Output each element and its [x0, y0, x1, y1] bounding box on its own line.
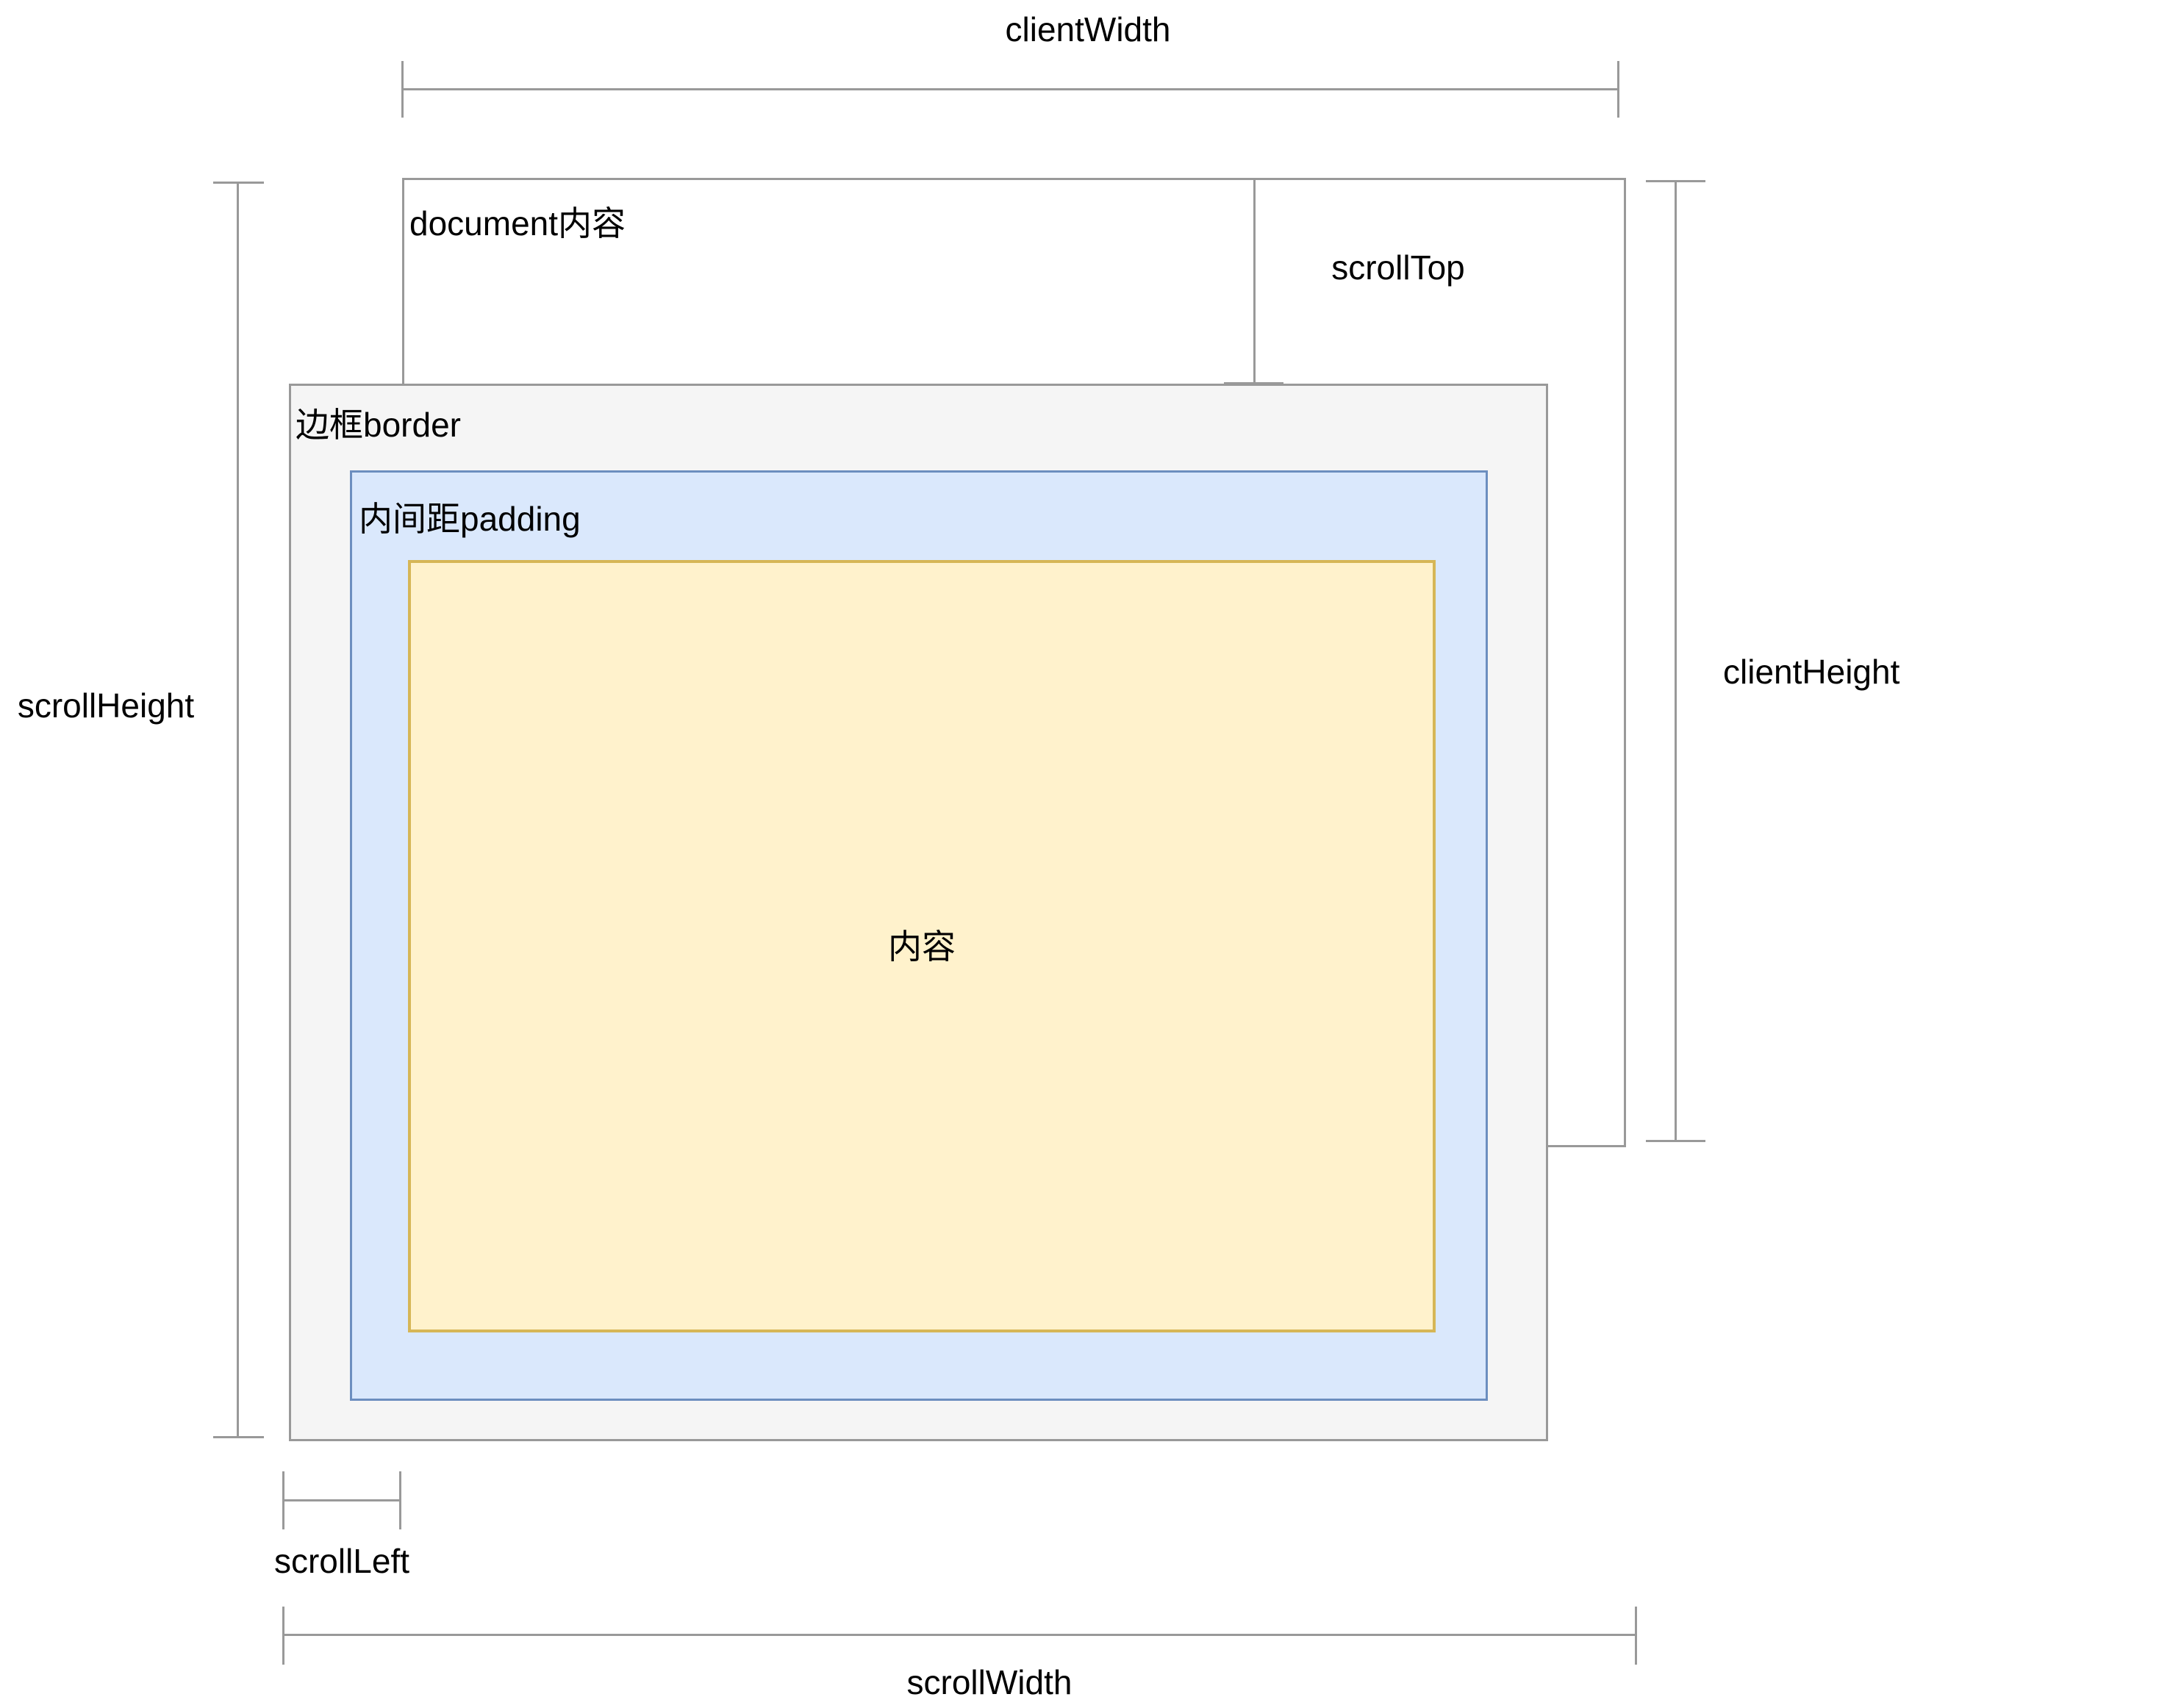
clientheight-label: clientHeight — [1723, 653, 1900, 691]
scrolltop-tick-bottom — [1224, 382, 1283, 384]
clientheight-line — [1675, 182, 1677, 1142]
border-box-label: 边框border — [296, 406, 461, 444]
scrollwidth-tick-left — [282, 1607, 284, 1665]
scrollheight-label: scrollHeight — [17, 686, 195, 725]
content-box-label: 内容 — [888, 927, 956, 966]
clientwidth-label: clientWidth — [1005, 10, 1171, 49]
padding-box-label: 内间距padding — [359, 500, 581, 538]
document-box-label: document内容 — [409, 204, 626, 243]
clientheight-tick-top — [1646, 180, 1705, 182]
scrollwidth-label: scrollWidth — [906, 1663, 1073, 1701]
scrollleft-label: scrollLeft — [273, 1542, 410, 1580]
scrollheight-tick-bottom — [213, 1436, 264, 1438]
scrollleft-tick-left — [282, 1471, 284, 1529]
clientwidth-line — [402, 88, 1619, 90]
scrollwidth-line — [284, 1634, 1637, 1636]
scrollwidth-tick-right — [1635, 1607, 1637, 1665]
clientwidth-tick-right — [1617, 61, 1619, 118]
clientwidth-tick-left — [401, 61, 404, 118]
scrolltop-label: scrollTop — [1331, 248, 1465, 287]
clientheight-tick-bottom — [1646, 1140, 1705, 1142]
scrollheight-tick-top — [213, 182, 264, 184]
scrolltop-line — [1253, 178, 1256, 384]
content-box: 内容 — [408, 560, 1436, 1332]
scrollleft-line — [284, 1499, 401, 1501]
scrollleft-tick-right — [399, 1471, 401, 1529]
scrollheight-line — [237, 183, 239, 1438]
